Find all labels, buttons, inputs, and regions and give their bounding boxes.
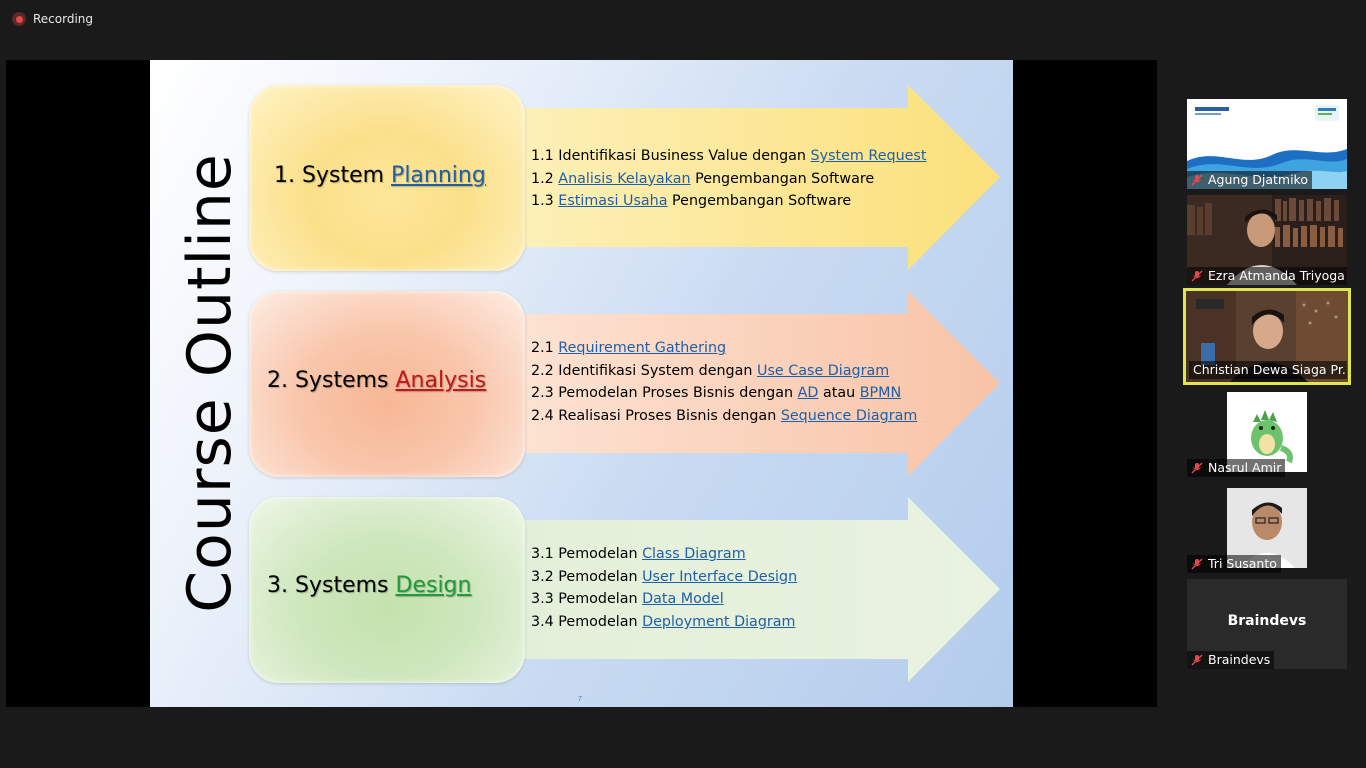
list-item: 3.1 Pemodelan Class Diagram xyxy=(531,546,746,562)
section-box-planning xyxy=(249,85,525,271)
mic-muted-icon xyxy=(1191,558,1203,570)
section-box-design xyxy=(249,497,525,683)
section-items-analysis: 2.1 Requirement Gathering 2.2 Identifika… xyxy=(531,337,917,428)
section-arrow-analysis xyxy=(522,291,1002,476)
dinosaur-avatar xyxy=(1227,392,1307,472)
slide-title: Course Outline xyxy=(175,152,245,613)
participant-tile[interactable]: Nasrul Amir xyxy=(1187,387,1347,477)
record-icon xyxy=(12,12,26,26)
participant-tile[interactable]: Braindevs Braindevs xyxy=(1187,579,1347,669)
list-item: 2.1 Requirement Gathering xyxy=(531,340,727,356)
mic-muted-icon xyxy=(1191,174,1203,186)
list-item: 2.2 Identifikasi System dengan Use Case … xyxy=(531,362,890,379)
participant-tile[interactable]: Agung Djatmiko xyxy=(1187,99,1347,189)
list-item: 3.3 Pemodelan Data Model xyxy=(531,591,724,608)
section-items-planning: 1.1 Identifikasi Business Value dengan S… xyxy=(531,145,926,213)
recording-indicator[interactable]: Recording xyxy=(12,12,93,26)
list-item: 2.4 Realisasi Proses Bisnis dengan Seque… xyxy=(531,408,918,425)
keyword-design: Design xyxy=(395,573,472,598)
participant-center-name: Braindevs xyxy=(1227,613,1307,629)
list-item: 1.3 Estimasi Usaha Pengembangan Software xyxy=(531,193,852,210)
section-arrow-planning xyxy=(522,85,1002,270)
section-label-analysis: 2. Systems Analysis xyxy=(267,368,487,393)
section-label-planning: 1. System Planning xyxy=(274,163,486,188)
participant-tile[interactable]: Tri Susanto xyxy=(1187,483,1347,573)
participant-name-label: Christian Dewa Siaga Pr... xyxy=(1189,361,1347,379)
section-arrow-design xyxy=(522,497,1002,682)
recording-label: Recording xyxy=(33,12,94,26)
participant-name-label: Ezra Atmanda Triyoga xyxy=(1187,267,1347,285)
mic-muted-icon xyxy=(1191,270,1203,282)
keyword-planning: Planning xyxy=(391,163,486,188)
participant-name-label: Tri Susanto xyxy=(1187,555,1281,573)
shared-screen[interactable]: Course Outline 1. System Planning xyxy=(6,60,1157,707)
presentation-slide: Course Outline 1. System Planning xyxy=(150,60,1013,707)
list-item: 1.2 Analisis Kelayakan Pengembangan Soft… xyxy=(531,170,875,187)
section-items-design: 3.1 Pemodelan Class Diagram 3.2 Pemodela… xyxy=(531,543,797,634)
slide-page-number: 7 xyxy=(578,696,582,703)
keyword-analysis: Analysis xyxy=(395,368,487,393)
participant-tile[interactable]: Ezra Atmanda Triyoga xyxy=(1187,195,1347,285)
list-item: 3.2 Pemodelan User Interface Design xyxy=(531,568,798,585)
mic-muted-icon xyxy=(1191,654,1203,666)
participant-name-label: Nasrul Amir xyxy=(1187,459,1286,477)
list-item: 1.1 Identifikasi Business Value dengan S… xyxy=(531,148,927,164)
section-box-analysis xyxy=(249,291,525,477)
list-item: 3.4 Pemodelan Deployment Diagram xyxy=(531,614,796,631)
participant-name-label: Agung Djatmiko xyxy=(1187,171,1312,189)
mic-muted-icon xyxy=(1191,462,1203,474)
participant-tile-active-speaker[interactable]: Christian Dewa Siaga Pr... xyxy=(1183,288,1351,385)
participant-name-label: Braindevs xyxy=(1187,651,1275,669)
list-item: 2.3 Pemodelan Proses Bisnis dengan AD at… xyxy=(531,385,902,402)
section-label-design: 3. Systems Design xyxy=(267,573,472,598)
